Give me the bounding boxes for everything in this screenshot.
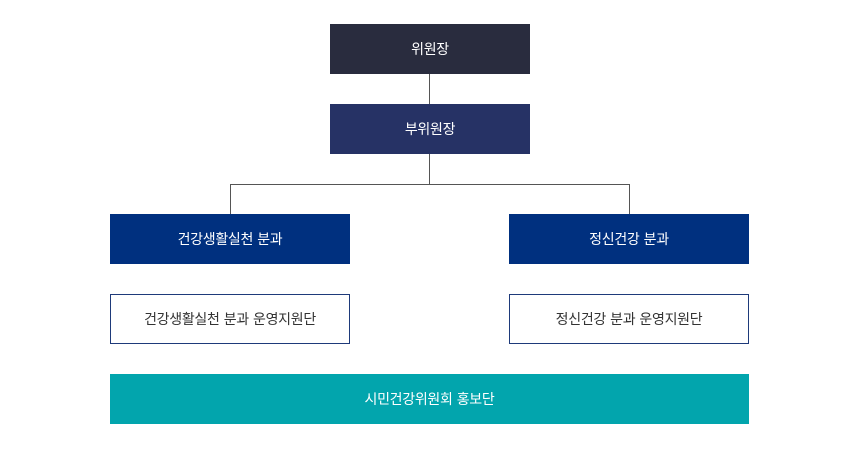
division-box-mental-health: 정신건강 분과 bbox=[509, 214, 749, 264]
promotion-box: 시민건강위원회 홍보단 bbox=[110, 374, 749, 424]
vice-chair-box: 부위원장 bbox=[330, 104, 530, 154]
support-label: 정신건강 분과 운영지원단 bbox=[555, 312, 703, 328]
connector-horizontal bbox=[230, 184, 630, 185]
chair-box: 위원장 bbox=[330, 24, 530, 74]
chair-label: 위원장 bbox=[411, 42, 449, 58]
support-label: 건강생활실천 분과 운영지원단 bbox=[144, 312, 316, 328]
connector-vice-trunk bbox=[429, 154, 430, 184]
vice-chair-label: 부위원장 bbox=[404, 122, 456, 138]
connector-left-drop bbox=[230, 184, 231, 214]
support-box-healthy-living: 건강생활실천 분과 운영지원단 bbox=[110, 294, 350, 344]
division-box-healthy-living: 건강생활실천 분과 bbox=[110, 214, 350, 264]
connector-right-drop bbox=[629, 184, 630, 214]
connector-chair-vice bbox=[429, 74, 430, 104]
division-label: 정신건강 분과 bbox=[589, 232, 669, 248]
promotion-label: 시민건강위원회 홍보단 bbox=[364, 392, 495, 408]
division-label: 건강생활실천 분과 bbox=[177, 232, 283, 248]
support-box-mental-health: 정신건강 분과 운영지원단 bbox=[509, 294, 749, 344]
